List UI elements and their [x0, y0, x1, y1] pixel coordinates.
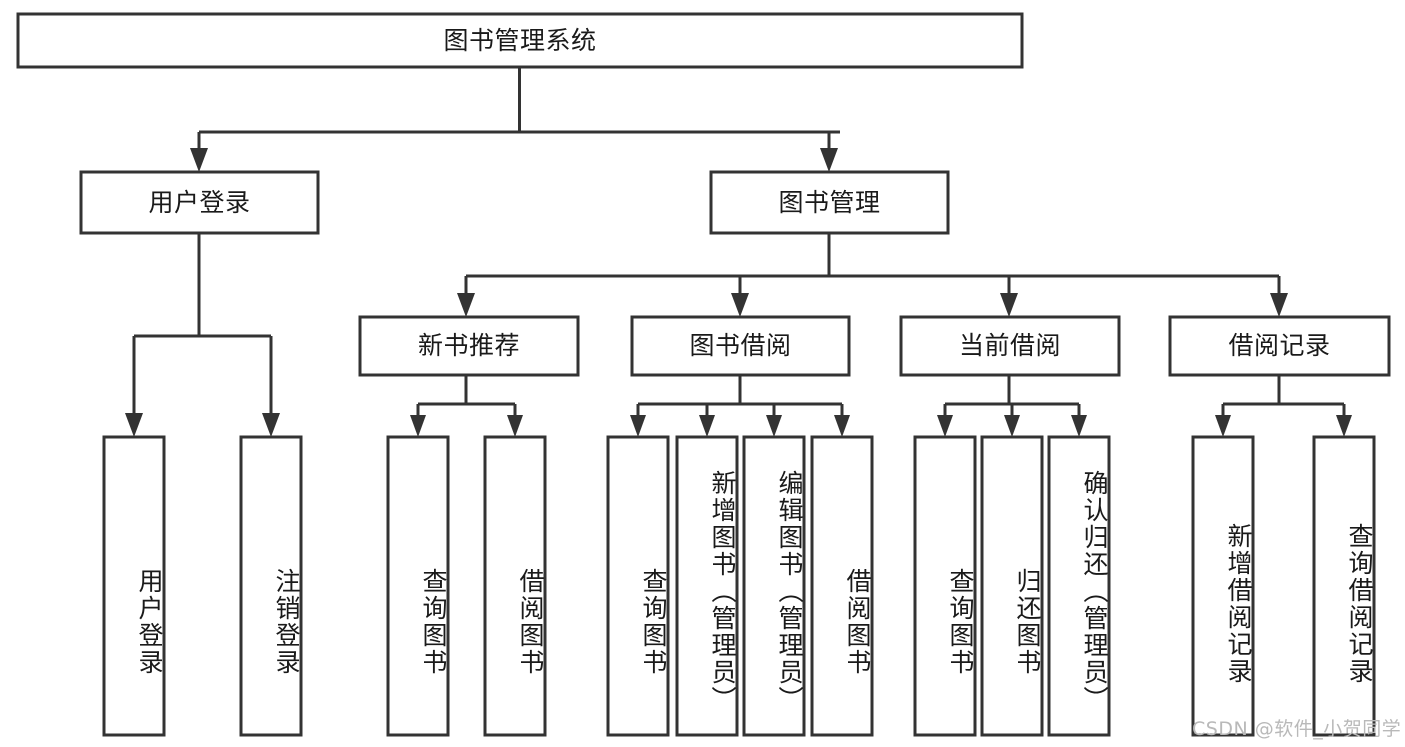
- node-box-current-borrow[interactable]: [899, 315, 1121, 377]
- arrow-leaf-logout: [262, 413, 280, 437]
- node-box-new-book-recommend[interactable]: [358, 315, 580, 377]
- arrow-new-book-recommend: [457, 293, 475, 317]
- node-box-leaf-logout[interactable]: [239, 435, 303, 737]
- node-box-leaf-borrow-book-1[interactable]: [483, 435, 547, 737]
- node-box-leaf-confirm-return[interactable]: [1047, 435, 1111, 737]
- arrow-book-borrow: [731, 293, 749, 317]
- node-box-leaf-add-record[interactable]: [1191, 435, 1255, 737]
- arrow-leaf-borrow-book-1: [507, 415, 523, 437]
- arrow-book-management: [820, 148, 838, 172]
- node-box-root[interactable]: [16, 12, 1024, 69]
- arrow-leaf-return-book: [1004, 415, 1020, 437]
- node-box-leaf-edit-book[interactable]: [742, 435, 806, 737]
- arrow-user-login: [190, 148, 208, 172]
- arrow-leaf-user-login: [125, 413, 143, 437]
- arrow-leaf-confirm-return: [1071, 415, 1087, 437]
- arrow-leaf-add-book: [699, 415, 715, 437]
- node-box-leaf-user-login[interactable]: [102, 435, 166, 737]
- node-box-borrow-record[interactable]: [1168, 315, 1391, 377]
- node-box-leaf-borrow-book-2[interactable]: [810, 435, 874, 737]
- node-box-leaf-add-book[interactable]: [675, 435, 739, 737]
- arrow-leaf-borrow-book-2: [834, 415, 850, 437]
- arrow-leaf-edit-book: [766, 415, 782, 437]
- arrow-borrow-record: [1270, 293, 1288, 317]
- connector-book-borrow-to-leaves: [630, 375, 850, 437]
- connector-borrow-record-to-leaves: [1215, 375, 1352, 437]
- node-box-book-borrow[interactable]: [630, 315, 851, 377]
- connector-current-borrow-to-leaves: [937, 375, 1087, 437]
- node-box-leaf-query-record[interactable]: [1312, 435, 1376, 737]
- connector-root-to-level1: [190, 67, 840, 172]
- node-box-leaf-return-book[interactable]: [980, 435, 1044, 737]
- arrow-current-borrow: [1000, 293, 1018, 317]
- arrow-leaf-query-record: [1336, 415, 1352, 437]
- arrow-leaf-add-record: [1215, 415, 1231, 437]
- arrow-leaf-query-book-2: [630, 415, 646, 437]
- arrow-leaf-query-book-3: [937, 415, 953, 437]
- connector-user-login-to-leaves: [125, 233, 280, 437]
- node-box-user-login[interactable]: [79, 170, 320, 235]
- node-box-leaf-query-book-2[interactable]: [606, 435, 670, 737]
- node-box-book-management[interactable]: [709, 170, 950, 235]
- csdn-watermark: CSDN @软件_小贺同学: [1192, 718, 1402, 740]
- node-box-leaf-query-book-3[interactable]: [913, 435, 977, 737]
- connector-book-management-to-level2: [457, 233, 1288, 317]
- connector-new-book-recommend-to-leaves: [410, 375, 523, 437]
- node-box-leaf-query-book-1[interactable]: [386, 435, 450, 737]
- arrow-leaf-query-book-1: [410, 415, 426, 437]
